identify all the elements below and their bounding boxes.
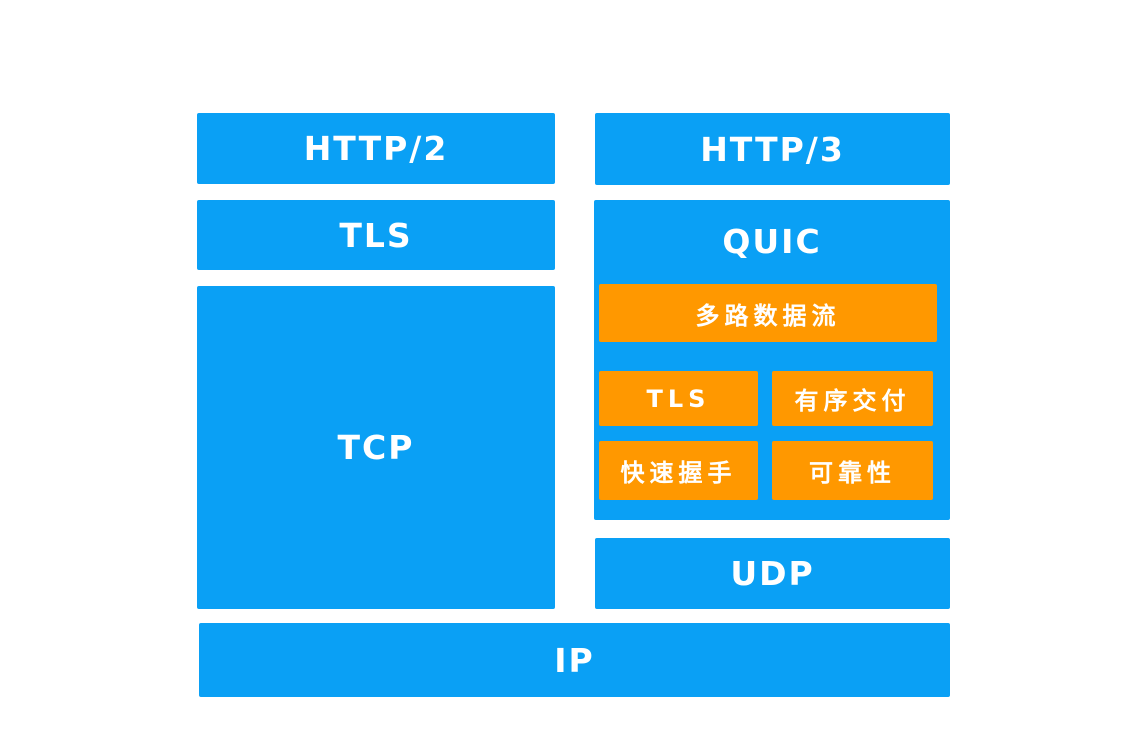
quic-feature-fast-handshake: 快速握手: [599, 441, 758, 500]
quic-feature-reliability: 可靠性: [772, 441, 933, 500]
http3-label: HTTP/3: [700, 129, 845, 169]
tcp-label: TCP: [337, 428, 415, 467]
quic-label: QUIC: [722, 221, 822, 261]
fast-handshake-label: 快速握手: [620, 459, 737, 487]
quic-layer-box: QUIC 多路数据流 TLS 有序交付 快速握手 可靠性: [594, 200, 950, 520]
quic-feature-tls: TLS: [599, 371, 758, 426]
quic-tls-label: TLS: [646, 384, 711, 413]
tcp-layer-box: TCP: [197, 286, 555, 609]
quic-feature-multiplexed-streams: 多路数据流: [599, 284, 937, 342]
quic-feature-ordered-delivery: 有序交付: [772, 371, 933, 426]
udp-label: UDP: [730, 554, 815, 593]
udp-layer-box: UDP: [595, 538, 950, 609]
reliability-label: 可靠性: [809, 459, 896, 487]
tls-layer-box: TLS: [197, 200, 555, 270]
tls-label: TLS: [339, 215, 413, 255]
http3-layer-box: HTTP/3: [595, 113, 950, 185]
ip-layer-box: IP: [199, 623, 950, 697]
multiplexed-streams-label: 多路数据流: [695, 301, 841, 330]
ordered-delivery-label: 有序交付: [794, 387, 911, 415]
quic-label-row: QUIC: [594, 200, 950, 282]
ip-label: IP: [554, 640, 595, 680]
http2-layer-box: HTTP/2: [197, 113, 555, 184]
http2-label: HTTP/2: [303, 129, 449, 168]
